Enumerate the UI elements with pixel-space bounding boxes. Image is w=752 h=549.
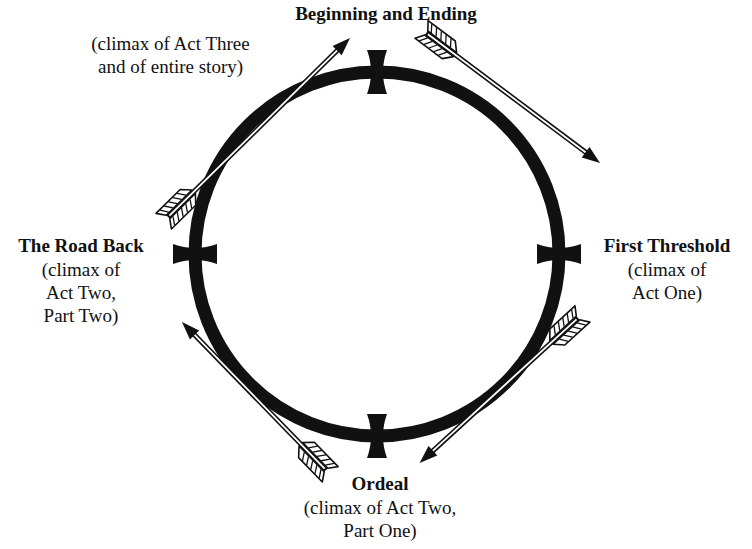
fletched-arrow bbox=[182, 322, 338, 482]
stage-node: First Threshold(climax of Act One) bbox=[592, 234, 742, 304]
stage-note: (climax of Act Two, Part One) bbox=[294, 496, 466, 542]
fletched-arrow bbox=[415, 21, 600, 163]
journey-ring bbox=[195, 72, 559, 436]
ring-marker bbox=[537, 244, 581, 264]
stage-title: Beginning and Ending bbox=[280, 2, 492, 26]
stage-title: First Threshold bbox=[592, 234, 742, 258]
fletched-arrow bbox=[420, 306, 590, 463]
stage-note: (climax of Act One) bbox=[617, 258, 717, 304]
stage-note: (climax of Act Two, Part Two) bbox=[35, 258, 127, 327]
stage-title: The Road Back bbox=[6, 234, 156, 258]
ring-marker bbox=[367, 50, 387, 94]
stage-node: Beginning and Ending(climax of Act Three… bbox=[280, 2, 492, 26]
stage-node: The Road Back(climax of Act Two, Part Tw… bbox=[6, 234, 156, 327]
stage-title: Ordeal bbox=[290, 472, 470, 496]
stage-note: (climax of Act Three and of entire story… bbox=[83, 32, 258, 78]
ring-marker bbox=[173, 244, 217, 264]
stage-node: Ordeal(climax of Act Two, Part One) bbox=[290, 472, 470, 542]
ring-marker bbox=[367, 414, 387, 458]
